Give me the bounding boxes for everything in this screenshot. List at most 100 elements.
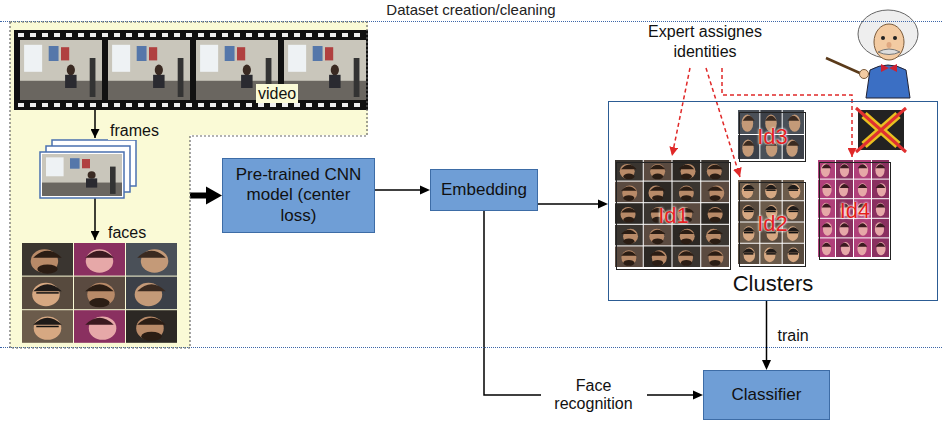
face-thumb bbox=[701, 160, 729, 181]
flow-arrow bbox=[484, 211, 693, 395]
face-thumb bbox=[854, 238, 871, 257]
sprocket-hole bbox=[18, 33, 24, 37]
face-thumb bbox=[872, 199, 889, 218]
face-glasses bbox=[744, 232, 753, 234]
scene-person bbox=[153, 75, 164, 88]
scene-poster bbox=[70, 158, 80, 169]
sprocket-hole bbox=[282, 103, 288, 107]
identity-label: Id1 bbox=[658, 203, 689, 229]
face-glasses bbox=[36, 326, 58, 328]
face-glasses bbox=[789, 189, 798, 191]
scene-poster bbox=[225, 46, 235, 61]
sprocket-hole bbox=[210, 33, 216, 37]
annotation-text: Expert assignes identities bbox=[630, 22, 780, 62]
stage-label: faces bbox=[106, 223, 148, 242]
scene-person bbox=[241, 75, 252, 88]
face-thumb bbox=[615, 225, 643, 246]
face-beard bbox=[652, 260, 663, 266]
face-skin bbox=[742, 140, 754, 157]
face-thumb bbox=[818, 219, 835, 238]
face-thumb bbox=[872, 180, 889, 199]
scene-person bbox=[243, 65, 251, 76]
face-beard bbox=[710, 260, 721, 266]
film-strip bbox=[14, 30, 368, 110]
face-hair bbox=[621, 186, 637, 190]
scene-person bbox=[354, 58, 360, 97]
face-thumb bbox=[783, 180, 804, 200]
box-label: Pre-trained CNN model (center loss) bbox=[229, 165, 368, 226]
face-skin bbox=[840, 164, 849, 177]
face-hair bbox=[707, 165, 723, 169]
sprocket-hole bbox=[138, 103, 144, 107]
sprocket-hole bbox=[186, 103, 192, 107]
face-skin bbox=[743, 226, 755, 241]
face-thumb bbox=[126, 277, 177, 310]
scene-poster bbox=[237, 47, 245, 60]
sprocket-hole bbox=[354, 33, 360, 37]
face-beard bbox=[623, 195, 634, 201]
face-hair bbox=[707, 251, 723, 255]
scene-wall bbox=[20, 40, 102, 100]
scene-window bbox=[200, 45, 218, 72]
face-thumb bbox=[126, 310, 177, 343]
sprocket-hole bbox=[66, 103, 72, 107]
face-thumb bbox=[818, 180, 835, 199]
face-skin bbox=[650, 164, 665, 179]
face-thumb bbox=[738, 223, 759, 243]
sprocket-hole bbox=[222, 33, 228, 37]
face-hair bbox=[85, 251, 114, 258]
band-title: Dataset creation/cleaning bbox=[0, 1, 942, 19]
face-hair bbox=[621, 230, 637, 234]
face-hair bbox=[743, 116, 755, 121]
sprocket-hole bbox=[102, 103, 108, 107]
face-glasses bbox=[36, 292, 58, 294]
face-beard bbox=[652, 238, 663, 244]
face-thumb bbox=[673, 225, 701, 246]
sprocket-hole bbox=[174, 33, 180, 37]
process-box: Classifier bbox=[703, 370, 830, 420]
face-thumb bbox=[760, 244, 781, 264]
face-thumb bbox=[74, 310, 125, 343]
face-hair bbox=[743, 227, 755, 231]
face-skin bbox=[876, 242, 885, 255]
face-grid bbox=[738, 110, 804, 159]
video-frame bbox=[20, 40, 102, 100]
scene-window bbox=[46, 157, 64, 176]
face-grid bbox=[22, 243, 177, 343]
expert-cartoon bbox=[826, 10, 918, 98]
flow-arrow bbox=[190, 193, 206, 199]
sprocket-hole bbox=[162, 33, 168, 37]
sprocket-hole bbox=[258, 33, 264, 37]
sprocket-hole bbox=[246, 33, 252, 37]
process-box: Embedding bbox=[430, 169, 538, 211]
face-hair bbox=[822, 243, 832, 247]
face-beard bbox=[652, 195, 663, 201]
sprocket-hole bbox=[30, 103, 36, 107]
face-hair bbox=[822, 164, 832, 168]
frame-card bbox=[40, 152, 124, 198]
face-skin bbox=[34, 316, 62, 339]
scene-person bbox=[155, 65, 163, 76]
sprocket-hole bbox=[126, 33, 132, 37]
sprocket-hole bbox=[294, 103, 300, 107]
sprocket-hole bbox=[66, 33, 72, 37]
face-thumb bbox=[644, 225, 672, 246]
video-frame bbox=[108, 40, 190, 100]
face-skin bbox=[86, 249, 114, 272]
rejected-cluster bbox=[856, 108, 906, 152]
face-hair bbox=[621, 165, 637, 169]
sprocket-hole bbox=[150, 33, 156, 37]
scene-window bbox=[24, 45, 42, 72]
face-hair bbox=[137, 284, 166, 291]
face-hair bbox=[840, 184, 850, 188]
face-glasses bbox=[766, 189, 775, 191]
cartoon-nose bbox=[887, 42, 892, 48]
face-skin bbox=[787, 226, 799, 241]
sprocket-hole bbox=[54, 33, 60, 37]
face-hair bbox=[650, 165, 666, 169]
face-thumb bbox=[836, 180, 853, 199]
scene-window bbox=[288, 45, 306, 72]
face-hair bbox=[679, 186, 695, 190]
face-thumb bbox=[854, 180, 871, 199]
